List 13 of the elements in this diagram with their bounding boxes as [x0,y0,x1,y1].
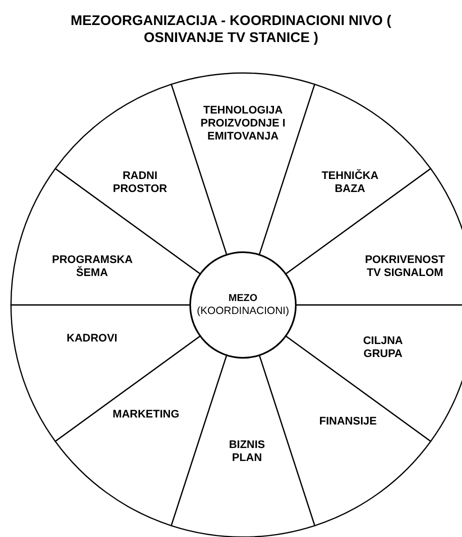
sector-label: FINANSIJE [318,415,378,428]
sector-label: RADNI PROSTOR [112,170,168,196]
sector-label: BIZNIS PLAN [228,438,266,465]
sector-label: KADROVI [66,332,118,346]
diagram-title: MEZOORGANIZACIJA - KOORDINACIONI NIVO ( OSNIVANJE TV STANICE ) [70,12,392,46]
sector-label: PROGRAMSKA ŠEMA [52,254,132,280]
sector-label: POKRIVENOST TV SIGNALOM [364,254,446,280]
hub-title: MEZO [228,292,258,305]
sector-label: CILJNA GRUPA [362,335,404,361]
sector-label: TEHNOLOGIJA PROIZVODNJE I EMITOVANJA [200,104,286,144]
sector-label: MARKETING [112,408,180,422]
sector-label: TEHNIČKA BAZA [320,170,380,196]
hub-subtitle: (KOORDINACIONI) [196,305,290,318]
